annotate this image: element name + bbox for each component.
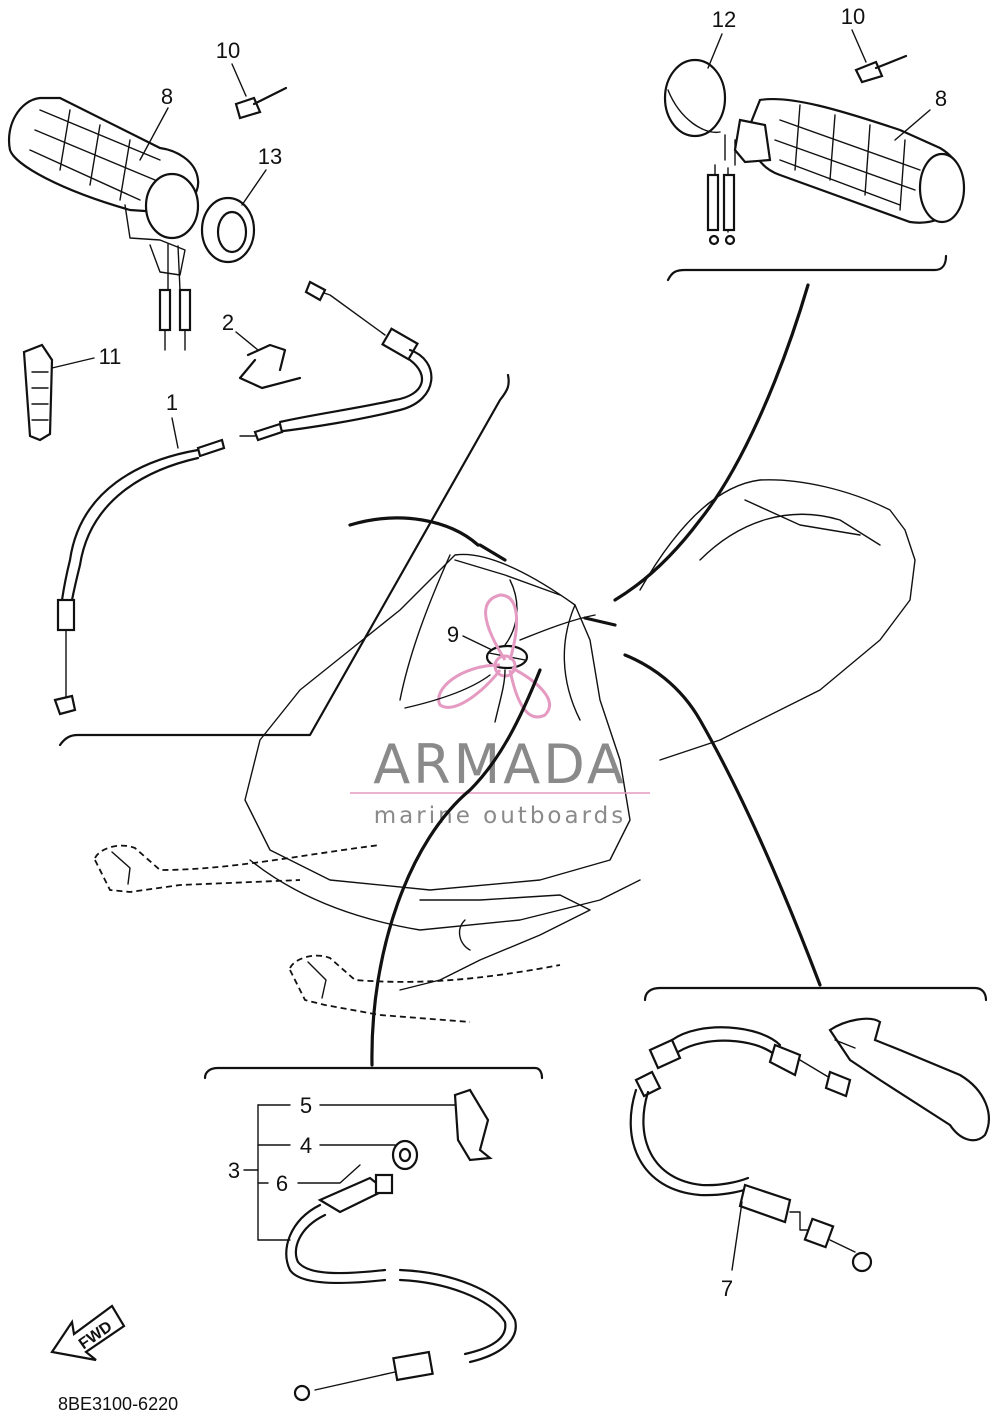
callout-12: 12 xyxy=(712,7,736,32)
callout-4: 4 xyxy=(300,1133,312,1158)
leader-7 xyxy=(731,1201,743,1271)
leader-13 xyxy=(241,169,267,206)
callout-2: 2 xyxy=(222,310,234,335)
center-group-boundary xyxy=(203,1066,544,1080)
callout-13: 13 xyxy=(258,144,282,169)
right-bottom-group-boundary xyxy=(643,986,988,1002)
callout-9: 9 xyxy=(447,622,459,647)
forward-direction-marker: FWD xyxy=(50,1304,126,1362)
bracket-plate-part xyxy=(453,1088,493,1162)
leader-11 xyxy=(51,357,95,369)
handlebar-grip-left-part xyxy=(7,96,200,351)
screw-left-part xyxy=(234,86,288,120)
snowmobile-body xyxy=(94,479,916,1023)
leader-2 xyxy=(235,331,259,351)
left-group-boundary xyxy=(58,373,510,747)
brake-group xyxy=(629,986,990,1273)
stop-switch-cable-group xyxy=(203,1066,544,1402)
right-group-boundary xyxy=(666,254,948,282)
callout-3: 3 xyxy=(228,1158,240,1183)
grip-end-ring-part xyxy=(200,196,256,264)
leader-8-right xyxy=(894,109,931,141)
brake-lever-part xyxy=(828,1017,990,1142)
armada-watermark: ARMADA marine outboards xyxy=(350,593,650,829)
callout-11: 11 xyxy=(99,344,122,369)
callout-6: 6 xyxy=(276,1171,288,1196)
forward-arrow-icon xyxy=(50,1304,126,1362)
cable-tie-part xyxy=(22,343,54,442)
leader-10-left xyxy=(231,63,247,97)
throttle-cable-part xyxy=(53,280,433,716)
leader-1 xyxy=(171,417,179,449)
callout-8-right: 8 xyxy=(935,86,947,111)
propeller-logo-icon xyxy=(437,593,552,719)
callout-10-right: 10 xyxy=(841,4,865,29)
nut-part xyxy=(391,1139,419,1171)
stop-switch-cable-part xyxy=(285,1173,517,1402)
diagram-code: 8BE3100-6220 xyxy=(58,1394,178,1414)
brand-name: ARMADA xyxy=(373,733,627,796)
connector-lines xyxy=(348,283,822,1067)
leader-10-right xyxy=(851,29,867,63)
brand-tagline: marine outboards xyxy=(374,803,626,829)
grip-collar-part xyxy=(663,58,727,138)
callout-labels: 1 2 3 4 5 6 7 8 8 9 10 10 11 12 13 xyxy=(99,4,948,1301)
brake-cable-part xyxy=(629,1026,873,1273)
callout-8-left: 8 xyxy=(161,84,173,109)
screw-right-part xyxy=(854,54,908,84)
handlebar-grip-right-part xyxy=(706,97,966,246)
leader-12 xyxy=(707,33,723,69)
leader-9 xyxy=(462,635,493,651)
callout-7: 7 xyxy=(721,1276,733,1301)
callout-10-left: 10 xyxy=(216,38,240,63)
callout-5: 5 xyxy=(300,1093,312,1118)
callout-1: 1 xyxy=(166,390,178,415)
right-grip-group xyxy=(663,29,966,282)
leader-6 xyxy=(297,1164,361,1184)
cable-clip-part xyxy=(238,343,302,390)
leader-8-left xyxy=(139,107,169,161)
left-grip-group xyxy=(7,63,510,747)
